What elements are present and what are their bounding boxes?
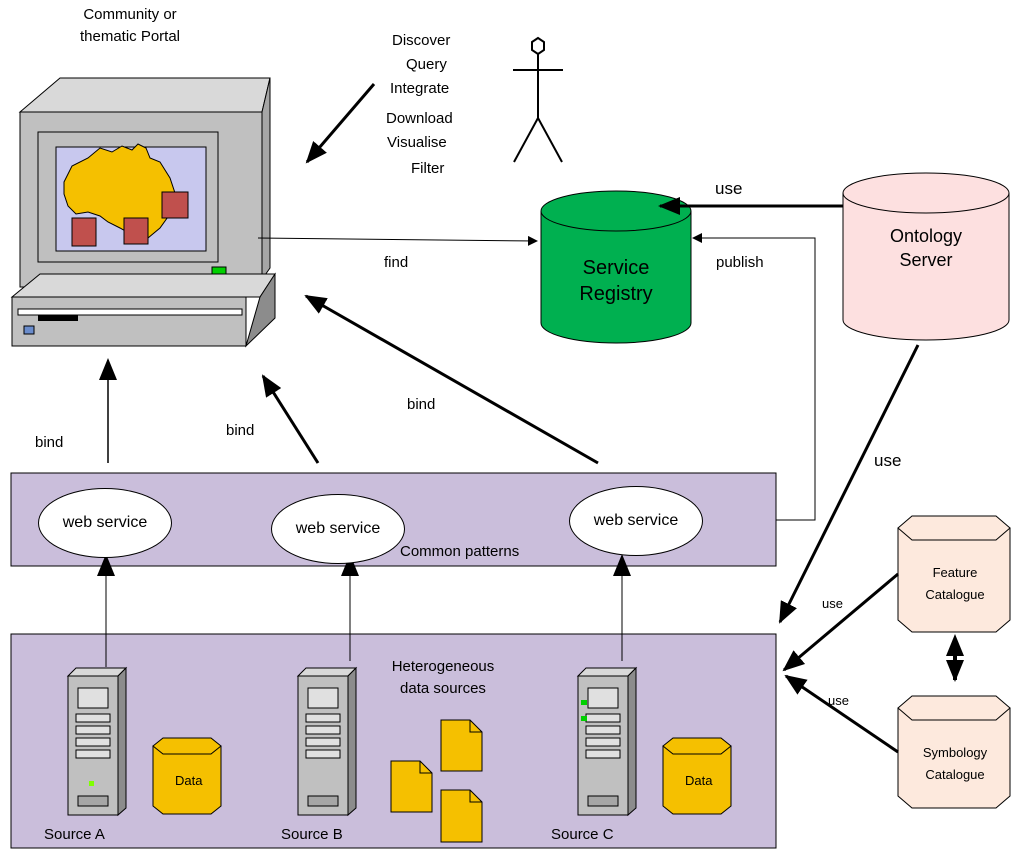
- service-registry-line1: Service: [582, 257, 650, 279]
- data-sources-heading-line1: Heterogeneous: [391, 658, 495, 675]
- bind-label-left: bind: [35, 434, 64, 451]
- server-c-icon: [576, 666, 638, 817]
- action-filter: Filter: [411, 160, 445, 177]
- portal-title-line1: Community or: [83, 6, 177, 23]
- find-arrow: [257, 235, 538, 246]
- ontology-server-line1: Ontology: [889, 226, 963, 246]
- portal-title: Community or thematic Portal: [60, 6, 200, 46]
- source-a-label: Source A: [44, 826, 105, 843]
- source-b-label: Source B: [281, 826, 343, 843]
- ontology-server-label: Ontology Server: [862, 224, 990, 272]
- action-arrow: [305, 83, 376, 164]
- data-label-a: Data: [175, 773, 203, 788]
- service-registry-cylinder: [540, 190, 692, 344]
- bind-arrow-right: [304, 294, 599, 465]
- symbology-catalogue-line2: Catalogue: [925, 767, 985, 782]
- data-sources-heading: Heterogeneous data sources: [376, 656, 510, 700]
- web-service-3: web service: [569, 486, 703, 556]
- use-label-feature: use: [822, 596, 843, 611]
- bind-label-right: bind: [407, 396, 436, 413]
- feature-catalogue-line1: Feature: [932, 565, 978, 580]
- document-files-icon: [390, 719, 483, 843]
- bind-label-mid: bind: [226, 422, 255, 439]
- feature-catalogue-line2: Catalogue: [925, 587, 985, 602]
- source-c-label: Source C: [551, 826, 614, 843]
- publish-arrow: [692, 233, 816, 521]
- common-patterns-label: Common patterns: [400, 543, 520, 560]
- use-arrow-right: [778, 344, 920, 624]
- data-cylinder-c: [662, 737, 732, 815]
- data-label-c: Data: [685, 773, 713, 788]
- user-figure-icon: [513, 36, 563, 163]
- use-label-symbology: use: [828, 693, 849, 708]
- web-service-1: web service: [38, 488, 172, 558]
- symbology-catalogue-line1: Symbology: [922, 745, 988, 760]
- use-label-top: use: [715, 179, 743, 198]
- action-integrate: Integrate: [390, 80, 450, 97]
- publish-label: publish: [716, 254, 764, 271]
- web-service-2: web service: [271, 494, 405, 564]
- action-query: Query: [406, 56, 447, 73]
- data-sources-heading-line2: data sources: [400, 680, 486, 697]
- ontology-server-cylinder: [842, 172, 1010, 341]
- data-cylinder-a: [152, 737, 222, 815]
- portal-title-line2: thematic Portal: [79, 28, 181, 45]
- use-label-right: use: [874, 451, 902, 470]
- ontology-server-line2: Server: [899, 250, 953, 270]
- server-a-icon: [66, 666, 128, 817]
- symbology-catalogue-cylinder: [897, 695, 1011, 809]
- service-registry-line2: Registry: [579, 283, 653, 305]
- feature-catalogue-label: Feature Catalogue: [900, 562, 1010, 606]
- use-arrow-feature: [782, 572, 899, 672]
- symbology-catalogue-label: Symbology Catalogue: [900, 742, 1010, 786]
- action-discover: Discover: [392, 32, 451, 49]
- find-label: find: [384, 254, 409, 271]
- feature-catalogue-cylinder: [897, 515, 1011, 633]
- bind-arrow-mid: [261, 374, 320, 464]
- action-visualise: Visualise: [387, 134, 447, 151]
- server-b-icon: [296, 666, 358, 817]
- use-arrow-symbology: [784, 674, 899, 754]
- service-registry-label: Service Registry: [556, 255, 676, 307]
- action-download: Download: [386, 110, 453, 127]
- portal-computer-icon: [10, 77, 276, 348]
